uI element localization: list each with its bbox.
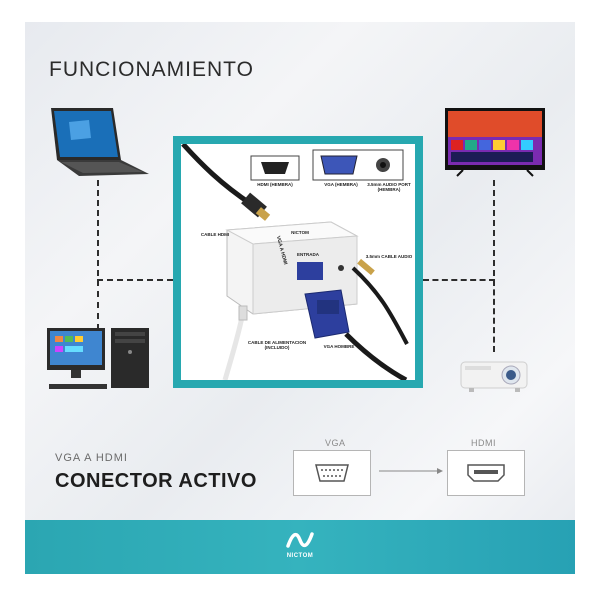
laptop-icon	[51, 108, 149, 176]
dashed-line-laptop	[97, 180, 99, 276]
nictom-logo-icon	[286, 532, 314, 548]
label-hdmi-hembra: HDMI (HEMBRA)	[257, 182, 293, 187]
label-cable-audio: 3.5mm CABLE AUDIO	[365, 254, 413, 259]
dashed-line-desktop	[97, 280, 99, 330]
subtitle: VGA A HDMI	[55, 452, 128, 464]
main-title: CONECTOR ACTIVO	[55, 470, 257, 492]
label-audio-port: 3.5mm AUDIO PORT (HEMBRA)	[367, 182, 411, 192]
label-entrada: ENTRADA	[297, 252, 319, 257]
dashed-line-left	[97, 279, 173, 281]
connection-diagram: HDMI (HEMBRA) VGA (HEMBRA) 3.5mm AUDIO P…	[181, 144, 415, 380]
arrow-icon	[379, 468, 443, 474]
hdmi-connector-box	[447, 450, 525, 496]
brand-name: NICTOM	[286, 553, 314, 559]
vga-connector-box	[293, 450, 371, 496]
label-vga-hembra: VGA (HEMBRA)	[324, 182, 358, 187]
adapter-illustration	[181, 144, 409, 380]
dashed-line-projector	[493, 280, 495, 352]
smart-tv-icon	[445, 108, 545, 177]
projector-icon	[460, 361, 528, 392]
vga-label: VGA	[325, 438, 346, 448]
product-panel: FUNCIONAMIENTO	[25, 22, 575, 574]
label-cable-hdmi: CABLE HDMI	[200, 232, 230, 237]
hdmi-label: HDMI	[471, 438, 496, 448]
dashed-line-tv	[493, 180, 495, 276]
desktop-computer-icon	[47, 328, 149, 389]
page-title: FUNCIONAMIENTO	[49, 58, 254, 81]
label-vga-hombre: VGA HOMBRE	[323, 344, 355, 349]
hdmi-port-icon	[467, 464, 505, 482]
diagram-frame: HDMI (HEMBRA) VGA (HEMBRA) 3.5mm AUDIO P…	[173, 136, 423, 388]
label-cable-alimentacion: CABLE DE ALIMENTACION (INCLUIDO)	[247, 340, 307, 350]
footer-bar	[25, 520, 575, 574]
dashed-line-right	[423, 279, 495, 281]
adapter-logo: NICTOM	[291, 230, 309, 235]
vga-port-icon	[315, 464, 349, 482]
